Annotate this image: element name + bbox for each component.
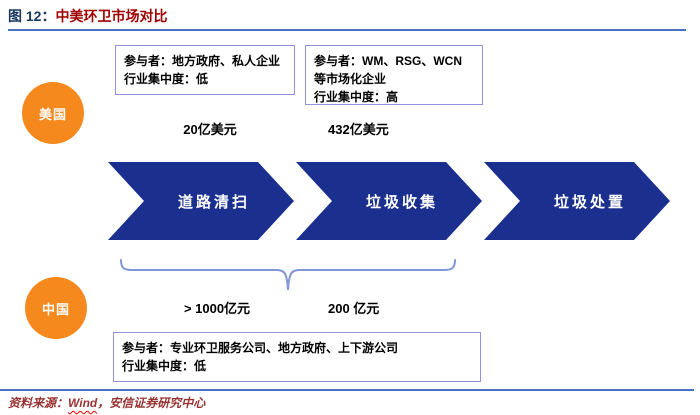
cn-market-size-waste-collection: 200 亿元 bbox=[328, 301, 380, 316]
us-box1-line-concentration: 行业集中度：低 bbox=[124, 72, 209, 86]
figure-number: 图 12： bbox=[8, 8, 56, 24]
cn-box-line-concentration: 行业集中度：低 bbox=[122, 359, 207, 373]
process-step-waste-collection: 垃圾收集 bbox=[296, 162, 482, 240]
cn-participants-box: 参与者：专业环卫服务公司、地方政府、上下游公司 行业集中度：低 bbox=[113, 332, 481, 382]
source-wind: Wind bbox=[68, 396, 98, 410]
process-step-waste-disposal: 垃圾处置 bbox=[484, 162, 670, 240]
cn-circle-label: 中国 bbox=[41, 301, 70, 317]
us-market-size-road-sweeping: 20亿美元 bbox=[183, 122, 237, 137]
us-participants-box-waste-collection: 参与者：WM、RSG、WCN 等市场化企业 行业集中度：高 bbox=[305, 45, 483, 105]
us-box2-line-participants2: 等市场化企业 bbox=[314, 72, 387, 86]
us-market-size-waste-collection: 432亿美元 bbox=[328, 122, 389, 137]
chevron-arrow-shape bbox=[484, 162, 670, 240]
us-circle-label: 美国 bbox=[38, 106, 67, 122]
process-step-label: 垃圾处置 bbox=[553, 193, 626, 211]
curly-brace bbox=[120, 259, 456, 291]
figure-title-text: 中美环卫市场对比 bbox=[55, 8, 168, 24]
process-step-label: 道路清扫 bbox=[177, 193, 250, 211]
source-note: 资料来源：Wind，安信证券研究中心 bbox=[8, 394, 205, 411]
chevron-arrow-shape bbox=[108, 162, 294, 240]
us-box2-line-concentration: 行业集中度：高 bbox=[314, 90, 399, 104]
source-rest: ，安信证券研究中心 bbox=[97, 396, 206, 410]
process-step-label: 垃圾收集 bbox=[365, 193, 438, 211]
cn-market-size-road-sweeping: > 1000亿元 bbox=[183, 301, 251, 316]
cn-box-line-participants: 参与者：专业环卫服务公司、地方政府、上下游公司 bbox=[122, 341, 399, 355]
us-box2-line-participants: 参与者：WM、RSG、WCN bbox=[314, 54, 462, 68]
figure-title: 图 12：中美环卫市场对比 bbox=[8, 6, 167, 26]
us-circle: 美国 bbox=[22, 82, 84, 144]
cn-circle: 中国 bbox=[25, 277, 87, 339]
us-box1-line-participants: 参与者：地方政府、私人企业 bbox=[124, 54, 281, 68]
bottom-rule bbox=[0, 389, 694, 391]
source-prefix: 资料来源： bbox=[8, 396, 69, 410]
us-participants-box-road-sweeping: 参与者：地方政府、私人企业 行业集中度：低 bbox=[115, 45, 295, 95]
chevron-arrow-shape bbox=[296, 162, 482, 240]
top-rule bbox=[8, 29, 686, 31]
process-step-road-sweeping: 道路清扫 bbox=[108, 162, 294, 240]
